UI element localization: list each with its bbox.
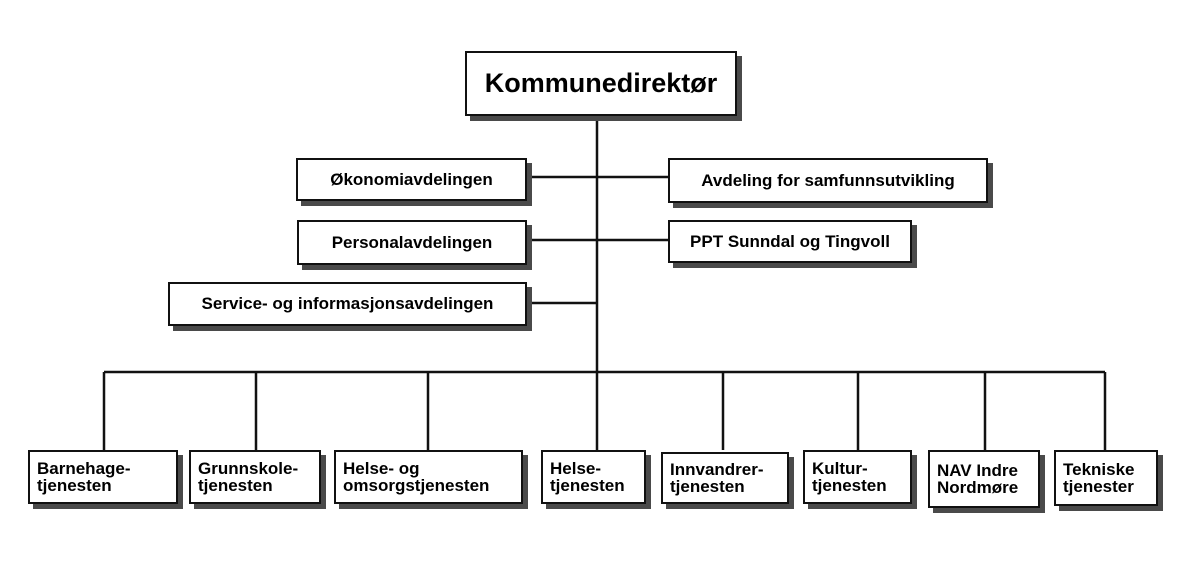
grunnskoletjenesten-label: Grunnskole- tjenesten [198, 459, 299, 495]
kommunedirektor-label: Kommunedirektør [484, 68, 718, 98]
ppt-sunndal-og-tingvoll-box[interactable]: PPT Sunndal og Tingvoll [668, 220, 912, 263]
helsetjenesten-box[interactable]: Helse- tjenesten [541, 450, 646, 504]
grunnskoletjenesten-box[interactable]: Grunnskole- tjenesten [189, 450, 321, 504]
service-og-informasjonsavdelingen-box[interactable]: Service- og informasjonsavdelingen [168, 282, 527, 326]
okonomiavdelingen-label: Økonomiavdelingen [330, 169, 493, 189]
okonomiavdelingen-box[interactable]: Økonomiavdelingen [296, 158, 527, 201]
personalavdelingen-label: Personalavdelingen [331, 232, 493, 252]
nav-indre-nordmore-box[interactable]: NAV Indre Nordmøre [928, 450, 1040, 508]
innvandrertjenesten-label: Innvandrer- tjenesten [670, 460, 764, 496]
kulturtjenesten-label: Kultur- tjenesten [812, 459, 887, 495]
avdeling-for-samfunnsutvikling-box[interactable]: Avdeling for samfunnsutvikling [668, 158, 988, 203]
tekniske-tjenester-box[interactable]: Tekniske tjenester [1054, 450, 1158, 506]
kommunedirektor-box[interactable]: Kommunedirektør [465, 51, 737, 116]
innvandrertjenesten-box[interactable]: Innvandrer- tjenesten [661, 452, 789, 504]
service-og-informasjonsavdelingen-label: Service- og informasjonsavdelingen [201, 294, 494, 313]
ppt-sunndal-og-tingvoll-label: PPT Sunndal og Tingvoll [690, 231, 890, 251]
avdeling-for-samfunnsutvikling-label: Avdeling for samfunnsutvikling [701, 170, 955, 190]
barnehagetjenesten-label: Barnehage- tjenesten [37, 459, 131, 495]
helsetjenesten-label: Helse- tjenesten [550, 459, 625, 495]
barnehagetjenesten-box[interactable]: Barnehage- tjenesten [28, 450, 178, 504]
nav-indre-nordmore-label: NAV Indre Nordmøre [937, 461, 1019, 497]
tekniske-tjenester-label: Tekniske tjenester [1063, 460, 1135, 496]
kulturtjenesten-box[interactable]: Kultur- tjenesten [803, 450, 912, 504]
helse-og-omsorgstjenesten-box[interactable]: Helse- og omsorgstjenesten [334, 450, 523, 504]
helse-og-omsorgstjenesten-label: Helse- og omsorgstjenesten [343, 459, 490, 495]
personalavdelingen-box[interactable]: Personalavdelingen [297, 220, 527, 265]
